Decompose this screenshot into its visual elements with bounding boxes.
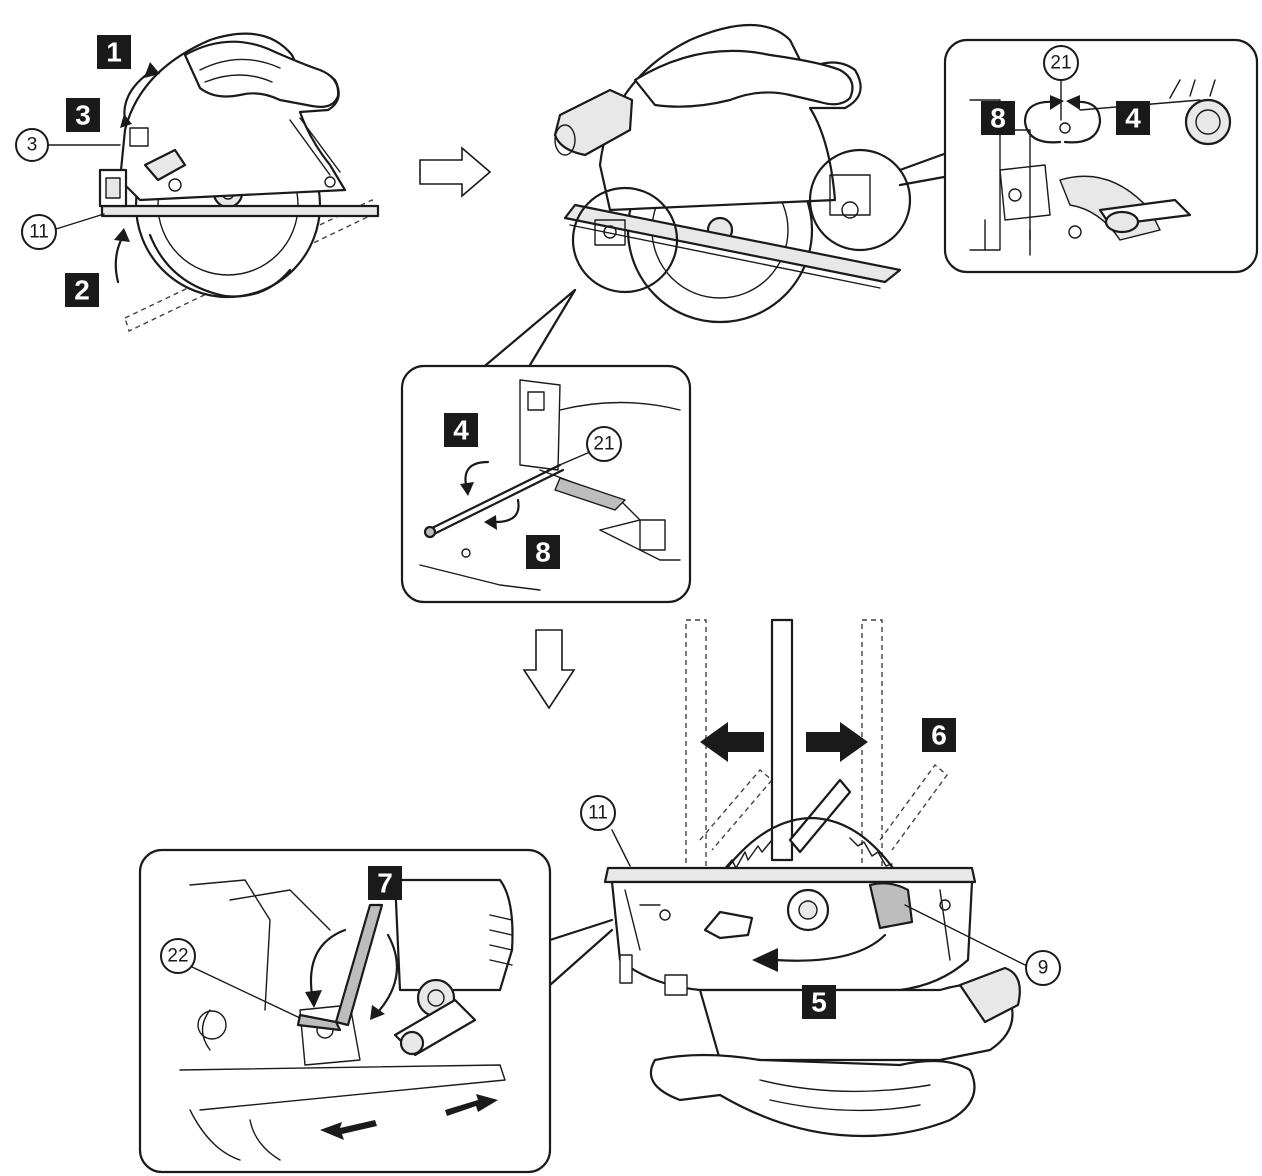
curved-arrow-icon <box>114 236 124 284</box>
rotate-arrow-icon <box>464 460 490 487</box>
panel-saw-angled-view <box>478 24 957 372</box>
dust-port <box>958 966 1021 1024</box>
lower-guard <box>148 233 292 298</box>
svg-text:8: 8 <box>990 103 1006 134</box>
saw-blade <box>716 816 902 882</box>
hex-key-icon <box>426 463 562 532</box>
base-plate <box>603 866 977 884</box>
saw-handle <box>649 1053 976 1138</box>
rotate-arrow-icon <box>1063 100 1102 144</box>
rotate-arrow-icon <box>309 928 347 997</box>
hollow-arrow-down-icon <box>522 629 576 710</box>
svg-text:21: 21 <box>1050 53 1071 74</box>
svg-text:5: 5 <box>811 987 827 1018</box>
saw-handle <box>183 40 340 108</box>
hollow-arrow-right-icon <box>419 146 492 198</box>
square-outline-left <box>685 619 707 871</box>
panel-square-check <box>548 618 1026 1138</box>
step-badge-8-mid: 8 <box>526 535 560 569</box>
saw-handle <box>633 49 854 108</box>
svg-text:9: 9 <box>1038 958 1049 979</box>
svg-text:22: 22 <box>167 946 188 967</box>
solid-arrow-right-icon <box>806 722 868 762</box>
inset-base-adjust <box>138 848 552 1174</box>
curved-arrow-icon <box>773 933 887 962</box>
svg-text:11: 11 <box>588 803 608 824</box>
svg-text:2: 2 <box>74 275 90 306</box>
base-plate <box>100 204 380 218</box>
callout-11-top: 11 <box>21 214 57 250</box>
callout-21-right: 21 <box>1043 45 1079 81</box>
step-badge-8-right: 8 <box>981 101 1015 135</box>
rotate-arrow-icon <box>494 498 520 524</box>
callout-9: 9 <box>1025 950 1061 986</box>
panel-saw-side-view <box>48 32 380 332</box>
step-badge-4-mid: 4 <box>444 413 478 447</box>
zoom-circle-front <box>571 186 679 294</box>
rotate-arrow-icon <box>1023 100 1062 144</box>
callout-22: 22 <box>160 938 196 974</box>
step-badge-4-right: 4 <box>1116 101 1150 135</box>
step-badge-7: 7 <box>368 866 402 900</box>
svg-text:11: 11 <box>29 222 49 243</box>
svg-text:6: 6 <box>931 720 947 751</box>
motor-housing <box>698 983 1014 1062</box>
svg-text:7: 7 <box>377 868 393 899</box>
knob <box>1184 98 1232 146</box>
square-ruler <box>770 618 794 862</box>
depth-lever <box>143 148 187 182</box>
callout-11-bottom: 11 <box>580 795 616 831</box>
solid-arrow-left-icon <box>700 722 764 762</box>
base-plate <box>563 203 902 284</box>
svg-text:3: 3 <box>75 100 91 131</box>
svg-text:4: 4 <box>1125 103 1141 134</box>
svg-text:1: 1 <box>106 37 122 68</box>
callout-3: 3 <box>15 128 49 162</box>
step-badge-5: 5 <box>802 985 836 1019</box>
solid-arrow-left-icon <box>320 1120 377 1140</box>
svg-text:3: 3 <box>27 135 38 156</box>
rotate-arrow-icon <box>376 933 399 1014</box>
callout-21-mid: 21 <box>586 426 622 462</box>
svg-text:4: 4 <box>453 415 469 446</box>
hex-key-icon <box>334 903 384 1027</box>
solid-arrow-right-icon <box>445 1094 498 1116</box>
step-badge-3: 3 <box>66 98 100 132</box>
step-badge-2: 2 <box>65 273 99 307</box>
step-badge-1: 1 <box>97 35 131 69</box>
inset-bevel-adjust-rear <box>943 38 1259 274</box>
svg-text:21: 21 <box>593 434 614 455</box>
zoom-circle-rear <box>808 148 912 252</box>
step-badge-6: 6 <box>922 718 956 752</box>
svg-text:8: 8 <box>535 537 551 568</box>
square-outline-right <box>861 619 883 871</box>
